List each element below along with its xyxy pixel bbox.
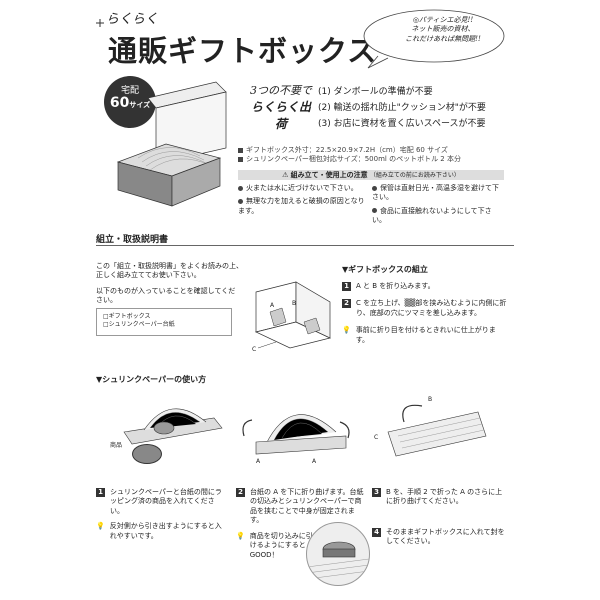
header-subtitle: らくらく: [106, 12, 159, 27]
lightbulb-icon: 💡: [342, 326, 351, 335]
product-illustration: [132, 444, 162, 464]
caution-note: （組み立ての前にお読み下さい）: [369, 172, 460, 179]
catch-line-1: 3つの不要で: [250, 84, 312, 97]
assembly-tip: 💡 事前に折り目を付けるときれいに仕上がります。: [342, 326, 508, 345]
badge-unit: サイズ: [129, 101, 151, 109]
shrink-step-1-num: 1: [96, 488, 105, 497]
check-line-1: 以下のものが入っていることを確認してくだ: [96, 286, 236, 295]
shrink-step-1-tip: 反対側から引き出すようにすると入れやすいです。: [109, 522, 222, 540]
box-assembly-steps: 1 A と B を折り込みます。 2 C を立ち上げ、▒▒部を挟み込むように内側…: [342, 282, 508, 345]
box-assembly-title: ▼ギフトボックスの組立: [342, 265, 428, 274]
shrink-step-2-text: 台紙の A を下に折り曲げます。台紙の切込みとシュリンクペーパーで商品を挟むこと…: [250, 488, 364, 525]
assembly-step-1: 1 A と B を折り込みます。: [342, 282, 508, 291]
diagram3-label-b: B: [428, 396, 433, 403]
diagram-label-b: B: [292, 300, 297, 307]
caution-item-1: 火または水に近づけないで下さい。: [238, 184, 366, 193]
shrink-diagram-2: A A: [236, 392, 356, 472]
lightbulb-icon: 💡: [96, 522, 105, 531]
point-1-text: ダンボールの準備が不要: [333, 87, 433, 97]
caution-col-1: 火または水に近づけないで下さい。 無理な力を加えると破損の原因となります。: [238, 184, 366, 216]
shrink-step-2: 2 台紙の A を下に折り曲げます。台紙の切込みとシュリンクペーパーで商品を挟む…: [236, 488, 366, 560]
step2-detail-illustration: [306, 522, 370, 586]
spec-1-text: ギフトボックス外寸：22.5×20.9×7.2H（cm）宅配 60 サイズ: [246, 146, 448, 154]
caution-item-3-text: 無理な力を加えると破損の原因となります。: [238, 197, 365, 215]
shrink-step-2-tip: 商品を切り込みに引っかけるようにするとGOOD！: [249, 531, 327, 559]
diagram2-label-a2: A: [312, 458, 317, 465]
point-2-text: 輸送の揺れ防止"クッション材"が不要: [333, 103, 486, 113]
badge-line-1: 宅配: [120, 86, 139, 96]
caution-item-4-text: 食品に直接触れないようにして下さい。: [372, 206, 492, 225]
warning-icon: ⚠: [282, 171, 289, 179]
assembly-step-2: 2 C を立ち上げ、▒▒部を挟み込むように内側に折り、底部の穴にツマミを差し込み…: [342, 299, 508, 318]
bubble-line-2: ネット販売の資材、: [411, 25, 475, 34]
spec-2-text: シュリンクペーパー梱包対応サイズ：500ml のペットボトル 2 本分: [246, 155, 461, 164]
shrink-step-2-num: 2: [236, 488, 245, 497]
shrink-step-3: 3 B を、手順 2 で折った A のさらに上に折り曲げてください。: [372, 488, 506, 507]
shrink-step-4-text: そのままギフトボックスに入れて封をしてください。: [386, 528, 505, 546]
assembly-step-2-num: 2: [342, 299, 351, 309]
catch-copy: 3つの不要で らくらく出荷: [246, 82, 316, 132]
box-assembly-diagram: A B C: [248, 262, 334, 358]
shrink-diagram-1: 商品: [110, 392, 230, 472]
caution-col-2: 保管は直射日光・高温多湿を避けて下さい。 食品に直接触れないようにして下さい。: [372, 184, 504, 226]
point-3: (3) お店に資材を置く広いスペースが不要: [318, 116, 486, 132]
points-list: (1) ダンボールの準備が不要 (2) 輸送の揺れ防止"クッション材"が不要 (…: [318, 84, 486, 132]
spec-list: ギフトボックス外寸：22.5×20.9×7.2H（cm）宅配 60 サイズ シュ…: [238, 146, 461, 165]
spec-2: シュリンクペーパー梱包対応サイズ：500ml のペットボトル 2 本分: [238, 155, 461, 164]
assembly-heading: 組立・取扱説明書: [96, 235, 169, 245]
point-2-num: (2): [318, 103, 331, 113]
contents-item-1: □ギフトボックス: [103, 313, 151, 320]
shrink-step-3-text: B を、手順 2 で折った A のさらに上に折り曲げてください。: [386, 488, 503, 506]
point-3-text: お店に資材を置く広いスペースが不要: [333, 119, 486, 129]
assembly-step-1-text: A と B を折り込みます。: [356, 282, 435, 290]
diagram-label-c: C: [252, 346, 257, 353]
caution-item-1-text: 火または水に近づけないで下さい。: [246, 184, 358, 192]
size-badge: 宅配 60サイズ: [104, 76, 156, 128]
shrink-diagram-3: B C: [368, 392, 498, 472]
shrink-title: ▼シュリンクペーパーの使い方: [96, 375, 207, 384]
product-label: 商品: [110, 442, 123, 449]
page-title: 通販ギフトボックス: [108, 34, 378, 68]
caution-item-3: 無理な力を加えると破損の原因となります。: [238, 197, 366, 216]
shrink-step-4: 4 そのままギフトボックスに入れて封をしてください。: [372, 528, 506, 547]
diagram2-label-a1: A: [256, 458, 261, 465]
badge-size: 60: [109, 95, 130, 111]
shrink-step-1-text: シュリンクペーパーと台紙の間にラッピング済の商品を入れてください。: [110, 488, 222, 515]
caution-title: 組み立て・使用上の注意: [290, 171, 368, 179]
check-line-2: さい。: [96, 296, 117, 305]
assembly-step-1-num: 1: [342, 282, 351, 291]
gift-box-illustration: [108, 78, 228, 208]
intro-line-2: 正しく組み立ててお使い下さい。: [96, 271, 201, 280]
catch-line-2: らくらく出荷: [250, 100, 311, 131]
diagram3-label-c: C: [374, 434, 379, 441]
point-1: (1) ダンボールの準備が不要: [318, 84, 486, 100]
bubble-line-3: これだけあれば無問題!!: [405, 34, 481, 43]
spec-1: ギフトボックス外寸：22.5×20.9×7.2H（cm）宅配 60 サイズ: [238, 146, 461, 155]
bubble-line-1: ◎パティシエ必見!!: [412, 16, 474, 24]
caution-header: ⚠ 組み立て・使用上の注意 （組み立ての前にお読み下さい）: [238, 170, 504, 180]
point-2: (2) 輸送の揺れ防止"クッション材"が不要: [318, 100, 486, 116]
contents-box: □ギフトボックス □シュリンクペーパー台紙: [96, 308, 232, 336]
point-1-num: (1): [318, 87, 331, 97]
assembly-intro: この「組立・取扱説明書」をよくお読みの上、 正しく組み立ててお使い下さい。 以下…: [96, 262, 246, 306]
diagram-label-a: A: [270, 302, 275, 309]
caution-item-2: 保管は直射日光・高温多湿を避けて下さい。: [372, 184, 504, 203]
assembly-step-2-text: C を立ち上げ、▒▒部を挟み込むように内側に折り、底部の穴にツマミを差し込みます…: [356, 299, 507, 317]
lightbulb-icon: 💡: [236, 531, 245, 540]
shrink-step-3-num: 3: [372, 488, 381, 497]
caution-item-2-text: 保管は直射日光・高温多湿を避けて下さい。: [372, 184, 499, 202]
caution-item-4: 食品に直接触れないようにして下さい。: [372, 207, 504, 226]
point-3-num: (3): [318, 119, 331, 129]
contents-item-2: □シュリンクペーパー台紙: [103, 321, 175, 329]
shrink-step-1: 1 シュリンクペーパーと台紙の間にラッピング済の商品を入れてください。 💡 反対…: [96, 488, 224, 541]
speech-bubble: ◎パティシエ必見!! ネット販売の資材、 これだけあれば無問題!!: [360, 8, 508, 69]
shrink-step-4-num: 4: [372, 528, 381, 537]
assembly-divider: [96, 245, 514, 246]
sparkle-icon: [96, 12, 104, 27]
intro-line-1: この「組立・取扱説明書」をよくお読みの上、: [96, 262, 243, 270]
assembly-tip-text: 事前に折り目を付けるときれいに仕上がります。: [355, 326, 496, 344]
